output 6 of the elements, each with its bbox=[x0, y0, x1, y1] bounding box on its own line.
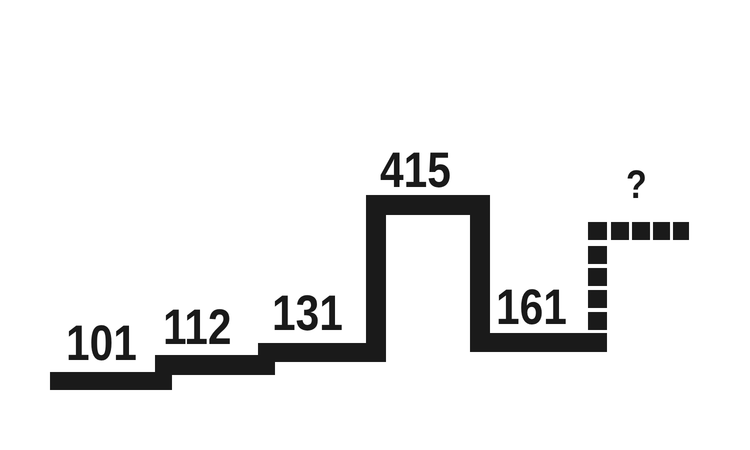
number-label: 101 bbox=[66, 318, 137, 368]
number-label: 161 bbox=[496, 282, 567, 332]
number-label: 131 bbox=[272, 288, 343, 338]
number-label: 415 bbox=[380, 145, 451, 195]
number-label: 112 bbox=[163, 302, 232, 352]
question-mark: ? bbox=[626, 165, 647, 205]
